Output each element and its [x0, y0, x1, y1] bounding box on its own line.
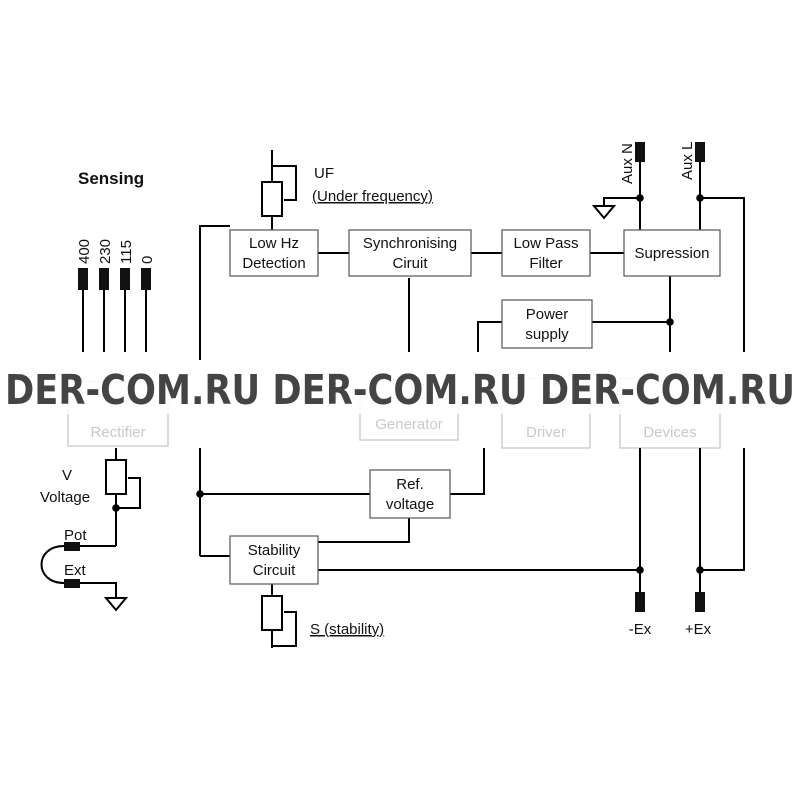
terminal-label-400: 400 [76, 239, 93, 264]
terminal-aux-l [695, 142, 705, 162]
aux-n-label: Aux N [619, 143, 636, 184]
sync-label-1: Synchronising [363, 235, 457, 252]
terminal-minus-ex [635, 592, 645, 612]
terminal-label-230: 230 [97, 239, 114, 264]
devices-label: Devices [643, 424, 696, 441]
uf-trimmer [261, 181, 283, 217]
terminal-pot [64, 542, 80, 551]
ref-label-1: Ref. [396, 476, 424, 493]
terminal-230 [99, 268, 109, 290]
supression-block [623, 229, 721, 277]
s-trimmer [261, 595, 283, 631]
stability-circuit-block [229, 535, 319, 585]
aux-l-label: Aux L [679, 142, 696, 180]
minus-ex-label: -Ex [629, 621, 652, 638]
uf-description: (Under frequency) [312, 188, 433, 205]
generator-label: Generator [375, 416, 443, 433]
watermark-text: DER-COM.RU DER-COM.RU DER-COM.RU [5, 366, 795, 414]
low-hz-detection-block [229, 229, 319, 277]
low-hz-label-2: Detection [242, 255, 305, 272]
plus-ex-label: +Ex [685, 621, 712, 638]
power-label-1: Power [526, 306, 569, 323]
junctions [112, 194, 704, 574]
power-supply-block [501, 299, 593, 349]
power-label-2: supply [525, 326, 569, 343]
rectifier-label: Rectifier [90, 424, 145, 441]
driver-label: Driver [526, 424, 566, 441]
terminal-ext [64, 579, 80, 588]
pot-label: Pot [64, 527, 87, 544]
ref-label-2: voltage [386, 496, 434, 513]
s-stability-label: S (stability) [310, 621, 384, 638]
ground-symbol-ext [103, 597, 129, 612]
low-hz-label-1: Low Hz [249, 235, 299, 252]
terminal-400 [78, 268, 88, 290]
supression-label: Supression [634, 245, 709, 262]
low-pass-label-2: Filter [529, 255, 562, 272]
synchronising-block [348, 229, 472, 277]
low-pass-label-1: Low Pass [513, 235, 578, 252]
stability-label-1: Stability [248, 542, 301, 559]
stability-label-2: Circuit [253, 562, 296, 579]
sync-label-2: Ciruit [392, 255, 428, 272]
ref-voltage-block [369, 469, 451, 519]
terminal-aux-n [635, 142, 645, 162]
terminals [64, 142, 705, 612]
watermark-band [0, 366, 800, 414]
sensing-title: Sensing [78, 169, 144, 188]
terminal-0 [141, 268, 151, 290]
uf-label: UF [314, 165, 334, 182]
v-label: V [62, 467, 72, 484]
blocks: Low Hz Detection Synchronising Ciruit Lo… [229, 229, 721, 585]
v-trimmer [105, 459, 127, 495]
ext-label: Ext [64, 562, 87, 579]
terminal-115 [120, 268, 130, 290]
low-pass-filter-block [501, 229, 591, 277]
terminal-label-115: 115 [118, 240, 135, 264]
terminal-label-0: 0 [139, 256, 156, 264]
terminal-plus-ex [695, 592, 705, 612]
ground-symbol-aux [591, 205, 617, 220]
voltage-label: Voltage [40, 489, 90, 506]
